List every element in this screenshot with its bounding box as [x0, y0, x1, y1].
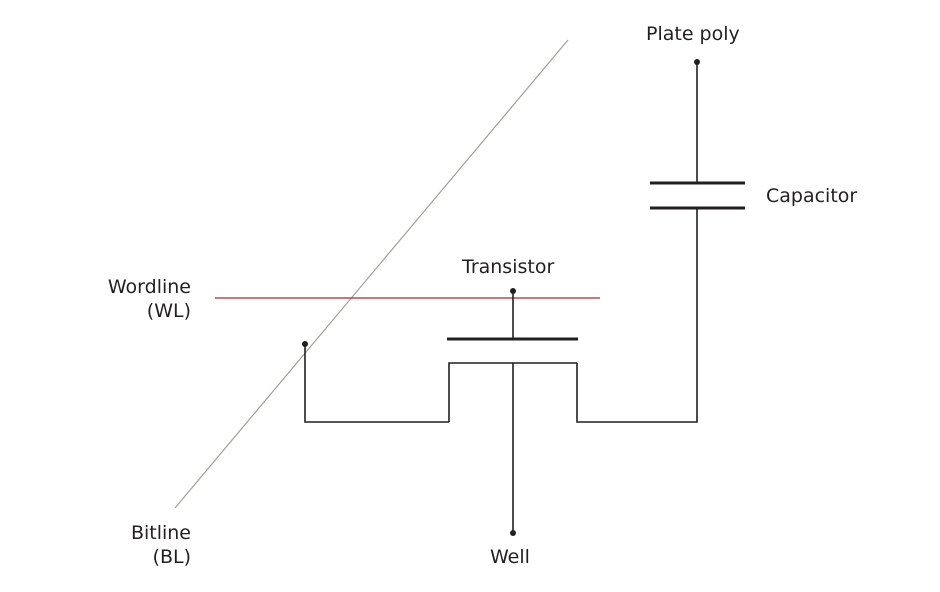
well-terminal — [510, 530, 516, 536]
wordline-label: Wordline — [107, 276, 191, 298]
plate-poly-terminal — [694, 59, 700, 65]
capacitor-drain-wire — [576, 208, 698, 423]
capacitor-label: Capacitor — [766, 185, 858, 207]
bitline-abbrev-label: (BL) — [152, 546, 191, 568]
bitline-label: Bitline — [130, 522, 191, 544]
bitline — [174, 39, 569, 509]
wordline-abbrev-label: (WL) — [146, 300, 191, 322]
transistor-channel — [448, 362, 577, 422]
plate-poly-label: Plate poly — [646, 23, 740, 45]
well-label: Well — [490, 546, 530, 568]
gate-terminal — [510, 288, 516, 294]
transistor-label: Transistor — [462, 256, 555, 278]
bitline-contact — [302, 341, 308, 347]
source-wire — [304, 344, 449, 423]
